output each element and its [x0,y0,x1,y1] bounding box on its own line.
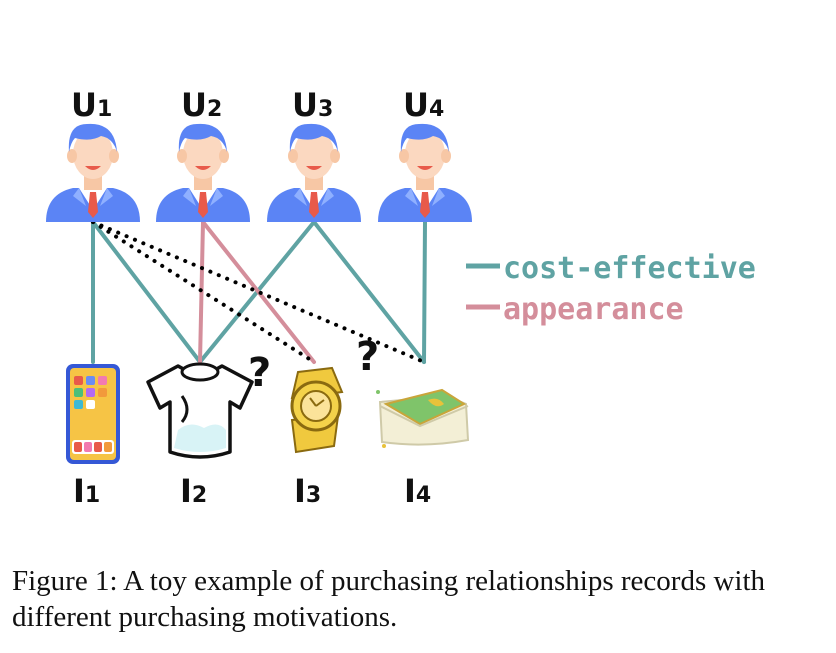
smartphone-icon [66,364,120,464]
edge-u1-i4-unknown [91,220,426,364]
tshirt-icon [146,362,254,459]
watch-icon [290,366,344,454]
item-label: I3 [294,472,321,510]
edge-u1-i3-unknown [91,220,316,364]
user-avatar-icon [267,123,361,222]
wallet-icon [376,388,470,448]
edge-u2-i3-appearance [201,220,316,364]
item-label: I4 [404,472,431,510]
user-label: U3 [292,86,333,124]
legend-label: cost-effective [503,251,756,286]
figure-caption: Figure 1: A toy example of purchasing re… [12,565,766,633]
user-label: U1 [71,86,112,124]
user-avatar-icon [46,123,140,222]
item-label: I1 [73,472,100,510]
user-label: U4 [403,86,444,124]
edge-u1-i2-cost-effective [91,220,202,364]
edges-layer [91,220,427,364]
unknown-motivation-mark: ? [248,350,271,396]
legend-label: appearance [503,292,684,327]
unknown-motivation-mark: ? [356,334,379,380]
user-avatar-icon [378,123,472,222]
edge-u4-i4-cost-effective [422,220,427,364]
item-label: I2 [180,472,207,510]
user-avatar-icon [156,123,250,222]
user-label: U2 [181,86,222,124]
legend: cost-effective appearance [466,251,756,327]
edge-u3-i4-cost-effective [312,220,426,364]
